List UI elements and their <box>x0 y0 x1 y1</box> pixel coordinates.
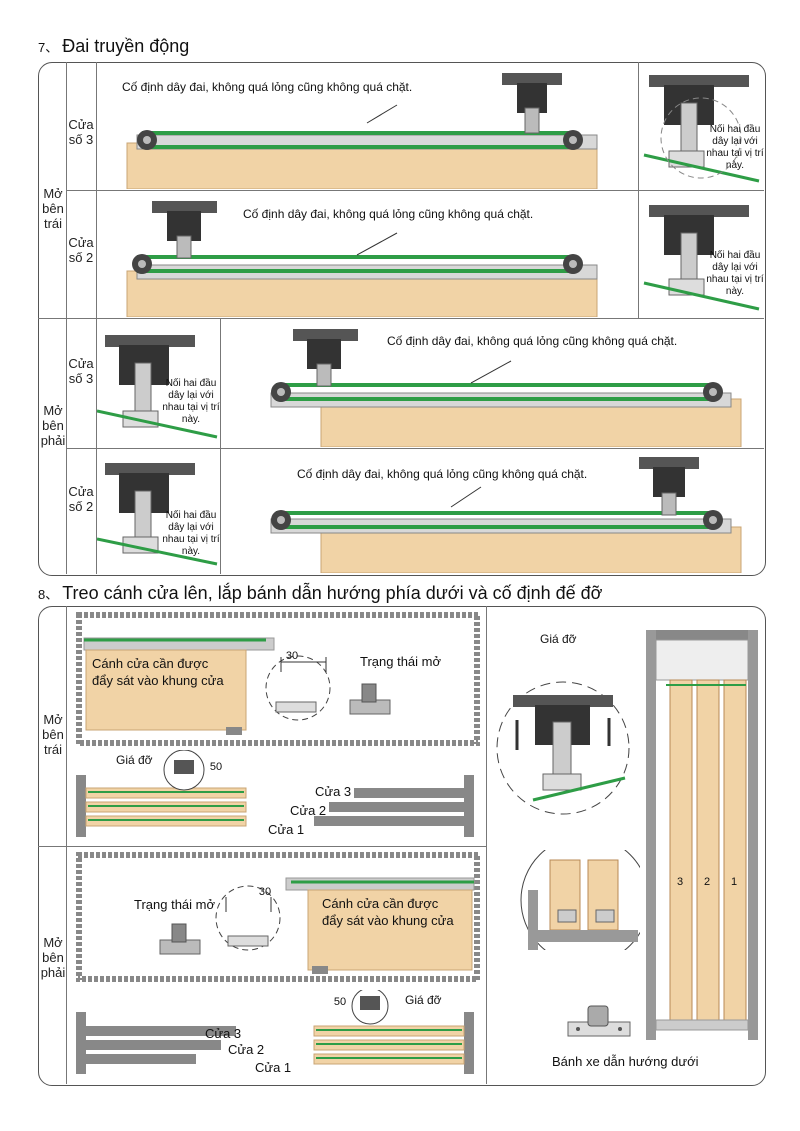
bottom-guide-detail <box>520 850 640 950</box>
open-state-label: Trạng thái mở <box>360 654 442 669</box>
fix-belt-note: Cố định dây đai, không quá lỏng cũng khô… <box>243 207 534 221</box>
push-door-line-2: đẩy sát vào khung cửa <box>92 673 224 688</box>
section-7-title: Đai truyền động <box>62 36 190 56</box>
label-door-3: Cửa số 3 <box>68 356 94 386</box>
divider <box>486 606 487 1084</box>
label-door-3: Cửa số 3 <box>68 117 94 147</box>
label-open-right: Mở bên phải <box>40 935 66 980</box>
divider <box>66 318 67 574</box>
panel-number-1: 1 <box>730 876 738 888</box>
section-7-number: 7、 <box>38 40 59 55</box>
door-1-label: Cửa 1 <box>255 1060 292 1075</box>
belt-diagram-right-door3 <box>270 329 742 447</box>
divider <box>66 448 764 449</box>
section-8-heading: 8、Treo cánh cửa lên, lắp bánh dẫn hướng … <box>38 583 602 604</box>
open-state-label: Trạng thái mở <box>134 897 216 912</box>
join-note: Nối hai đầu dây lại với nhau tại vị trí … <box>706 124 764 171</box>
divider <box>38 318 764 319</box>
push-door-line-1: Cánh cửa cần được <box>322 896 439 911</box>
label-open-left: Mở bên trái <box>42 186 64 231</box>
divider <box>220 318 221 574</box>
belt-diagram-right-door2 <box>270 457 742 573</box>
label-open-left: Mở bên trái <box>42 712 64 757</box>
track-plan-left-open <box>76 750 474 837</box>
push-door-line-1: Cánh cửa cần được <box>92 656 209 671</box>
joint-diagram-left-door2 <box>643 205 760 311</box>
join-note: Nối hai đầu dây lại với nhau tại vị trí … <box>706 250 764 297</box>
joint-diagram-right-door2 <box>97 463 218 566</box>
fix-belt-note: Cố định dây đai, không quá lỏng cũng khô… <box>297 467 588 481</box>
section-8-number: 8、 <box>38 587 59 602</box>
joint-diagram-right-door3 <box>97 335 218 439</box>
joint-diagram-left-door3 <box>643 75 760 183</box>
door-2-label: Cửa 2 <box>228 1042 265 1057</box>
door-stack-elevation <box>646 630 758 1040</box>
belt-diagram-left-door3 <box>126 73 598 189</box>
door-1-label: Cửa 1 <box>268 822 305 837</box>
section-7-heading: 7、Đai truyền động <box>38 36 189 57</box>
divider <box>96 318 97 574</box>
section-8-title: Treo cánh cửa lên, lắp bánh dẫn hướng ph… <box>62 583 603 603</box>
belt-diagram-left-door2 <box>126 201 598 317</box>
dimension-30: 30 <box>258 886 272 898</box>
push-door-note: Cánh cửa cần được đẩy sát vào khung cửa <box>322 895 454 929</box>
door-2-label: Cửa 2 <box>290 803 327 818</box>
bracket-label: Giá đỡ <box>540 632 577 646</box>
bracket-detail-illustration <box>496 681 630 815</box>
guide-wheel-icon <box>567 1005 631 1037</box>
bracket-label: Giá đỡ <box>405 993 442 1007</box>
join-note: Nối hai đầu dây lại với nhau tại vị trí … <box>162 378 220 425</box>
guide-wheel-label: Bánh xe dẫn hướng dưới <box>552 1054 699 1069</box>
push-door-note: Cánh cửa cần được đẩy sát vào khung cửa <box>92 655 224 689</box>
bracket-label: Giá đỡ <box>116 753 153 767</box>
dimension-50: 50 <box>333 996 347 1008</box>
door-frame-right-open <box>76 852 480 982</box>
door-3-label: Cửa 3 <box>205 1026 242 1041</box>
push-door-line-2: đẩy sát vào khung cửa <box>322 913 454 928</box>
track-plan-right-open <box>76 990 474 1074</box>
divider <box>38 846 486 847</box>
panel-number-2: 2 <box>703 876 711 888</box>
fix-belt-note: Cố định dây đai, không quá lỏng cũng khô… <box>122 80 413 94</box>
join-note: Nối hai đầu dây lại với nhau tại vị trí … <box>162 510 220 557</box>
divider <box>66 606 67 1084</box>
label-door-2: Cửa số 2 <box>68 484 94 514</box>
fix-belt-note: Cố định dây đai, không quá lỏng cũng khô… <box>387 334 678 348</box>
panel-number-3: 3 <box>676 876 684 888</box>
door-frame-left-open <box>76 612 480 746</box>
label-open-right: Mở bên phải <box>40 403 66 448</box>
dimension-50: 50 <box>209 761 223 773</box>
door-3-label: Cửa 3 <box>315 784 352 799</box>
label-door-2: Cửa số 2 <box>68 235 94 265</box>
dimension-30: 30 <box>285 650 299 662</box>
divider <box>66 190 764 191</box>
